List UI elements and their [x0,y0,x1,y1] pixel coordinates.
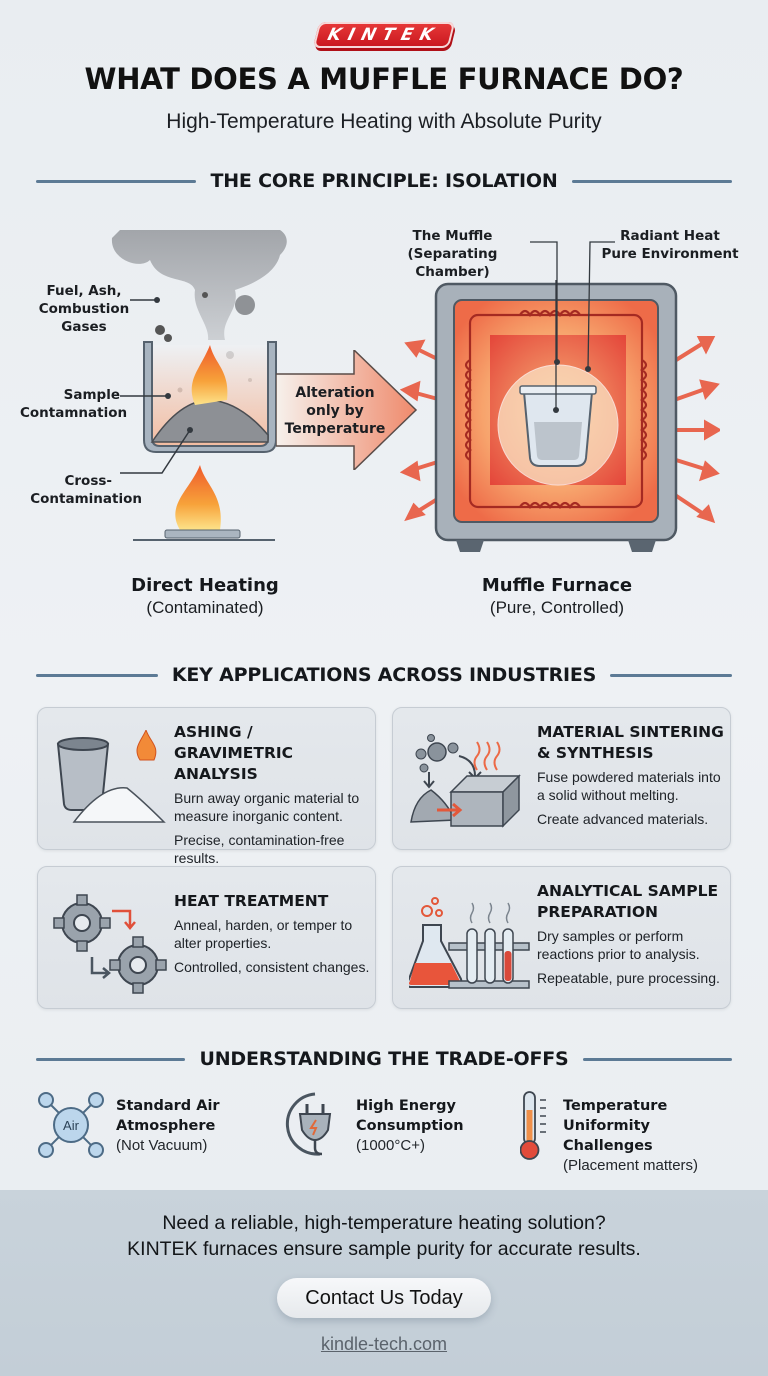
card-title: HEAT TREATMENT [174,892,329,910]
tradeoff-title: Standard Air Atmosphere [116,1098,220,1134]
divider [36,673,158,677]
logo-text: KINTEK [325,25,443,45]
gears-icon [53,894,167,994]
card-title: ANALYTICAL SAMPLE PREPARATION [537,882,719,921]
card-description: Dry samples or perform reactions prior t… [537,928,700,962]
page-title: WHAT DOES A MUFFLE FURNACE DO? [84,62,684,96]
tradeoff-subtitle: (Not Vacuum) [116,1137,208,1154]
divider [582,1057,732,1061]
application-card-sample-prep: ANALYTICAL SAMPLE PREPARATION Dry sample… [392,866,731,1009]
label-fuel-ash: Fuel, Ash, Combustion Gases [38,283,130,335]
tradeoff-title: High Energy Consumption [356,1098,464,1134]
card-title: MATERIAL SINTERING & SYNTHESIS [537,723,724,762]
flame-icon [191,345,228,405]
lab-flask-icon [409,897,530,989]
section-heading-core-principle: THE CORE PRINCIPLE: ISOLATION [36,170,733,192]
divider [36,179,197,183]
muffle-furnace-illustration [400,280,720,552]
burner-flame-icon [175,465,221,530]
direct-heating-subcaption: (Contaminated) [146,598,264,617]
tradeoff-subtitle: (Placement matters) [563,1157,699,1174]
direct-heating-illustration [111,230,287,541]
card-note: Controlled, consistent changes. [174,959,370,975]
tradeoff-temperature-uniformity: Temperature Uniformity Challenges (Place… [520,1090,750,1174]
application-card-ashing: ASHING / GRAVIMETRIC ANALYSIS Burn away … [37,707,376,866]
arrow-label: Alteration only by Temperature [284,385,386,437]
direct-heating-caption: Direct Heating [131,575,279,596]
sintering-icon [410,734,521,828]
divider [571,179,733,183]
muffle-furnace-subcaption: (Pure, Controlled) [489,598,625,617]
application-card-sintering: MATERIAL SINTERING & SYNTHESIS Fuse powd… [392,707,731,850]
application-card-heat-treatment: HEAT TREATMENT Anneal, harden, or temper… [37,866,376,1009]
card-note: Precise, contamination-free results. [174,832,345,866]
label-the-muffle: The Muffle (Separating Chamber) [407,228,498,280]
label-radiant-heat: Radiant Heat Pure Environment [601,228,739,262]
svg-text:Air: Air [63,1118,80,1133]
page-subtitle: High-Temperature Heating with Absolute P… [166,110,602,133]
card-note: Create advanced materials. [537,811,709,827]
tradeoff-air-atmosphere: Air Standard Air Atmosphere (Not Vacuum) [36,1090,256,1160]
radiant-heat-arrows [400,336,720,524]
card-description: Burn away organic material to measure in… [174,790,360,824]
air-molecule-icon: Air [38,1092,104,1158]
muffle-furnace-caption: Muffle Furnace [481,575,633,596]
contact-us-button[interactable]: Contact Us Today [277,1278,491,1318]
crucible-icon [143,341,277,453]
card-description: Fuse powdered materials into a solid wit… [537,769,721,803]
divider [36,1057,186,1061]
cta-subline: KINTEK furnaces ensure sample purity for… [127,1238,641,1260]
card-title: ASHING / GRAVIMETRIC ANALYSIS [174,723,294,783]
cta-headline: Need a reliable, high-temperature heatin… [162,1212,606,1234]
card-description: Anneal, harden, or temper to alter prope… [174,917,353,951]
crucible-ash-icon [56,730,166,823]
card-note: Repeatable, pure processing. [537,970,720,986]
kintek-logo: KINTEK [312,22,456,48]
tradeoff-subtitle: (1000°C+) [356,1137,425,1154]
divider [610,673,732,677]
smoke-icon [111,230,287,340]
section-heading-tradeoffs: UNDERSTANDING THE TRADE-OFFS [36,1048,732,1070]
thermometer-icon [520,1091,546,1160]
transition-arrow-icon [276,350,418,470]
power-plug-icon [285,1092,332,1156]
website-link[interactable]: kindle-tech.com [320,1334,448,1354]
tradeoff-energy: High Energy Consumption (1000°C+) [282,1090,482,1160]
section-heading-applications: KEY APPLICATIONS ACROSS INDUSTRIES [36,664,732,686]
label-cross-contamination: Cross- Contamination [30,473,142,507]
label-sample-contamination: Sample Contamnation [20,387,128,421]
tradeoff-title: Temperature Uniformity Challenges [563,1098,668,1154]
leader-lines [530,241,615,372]
